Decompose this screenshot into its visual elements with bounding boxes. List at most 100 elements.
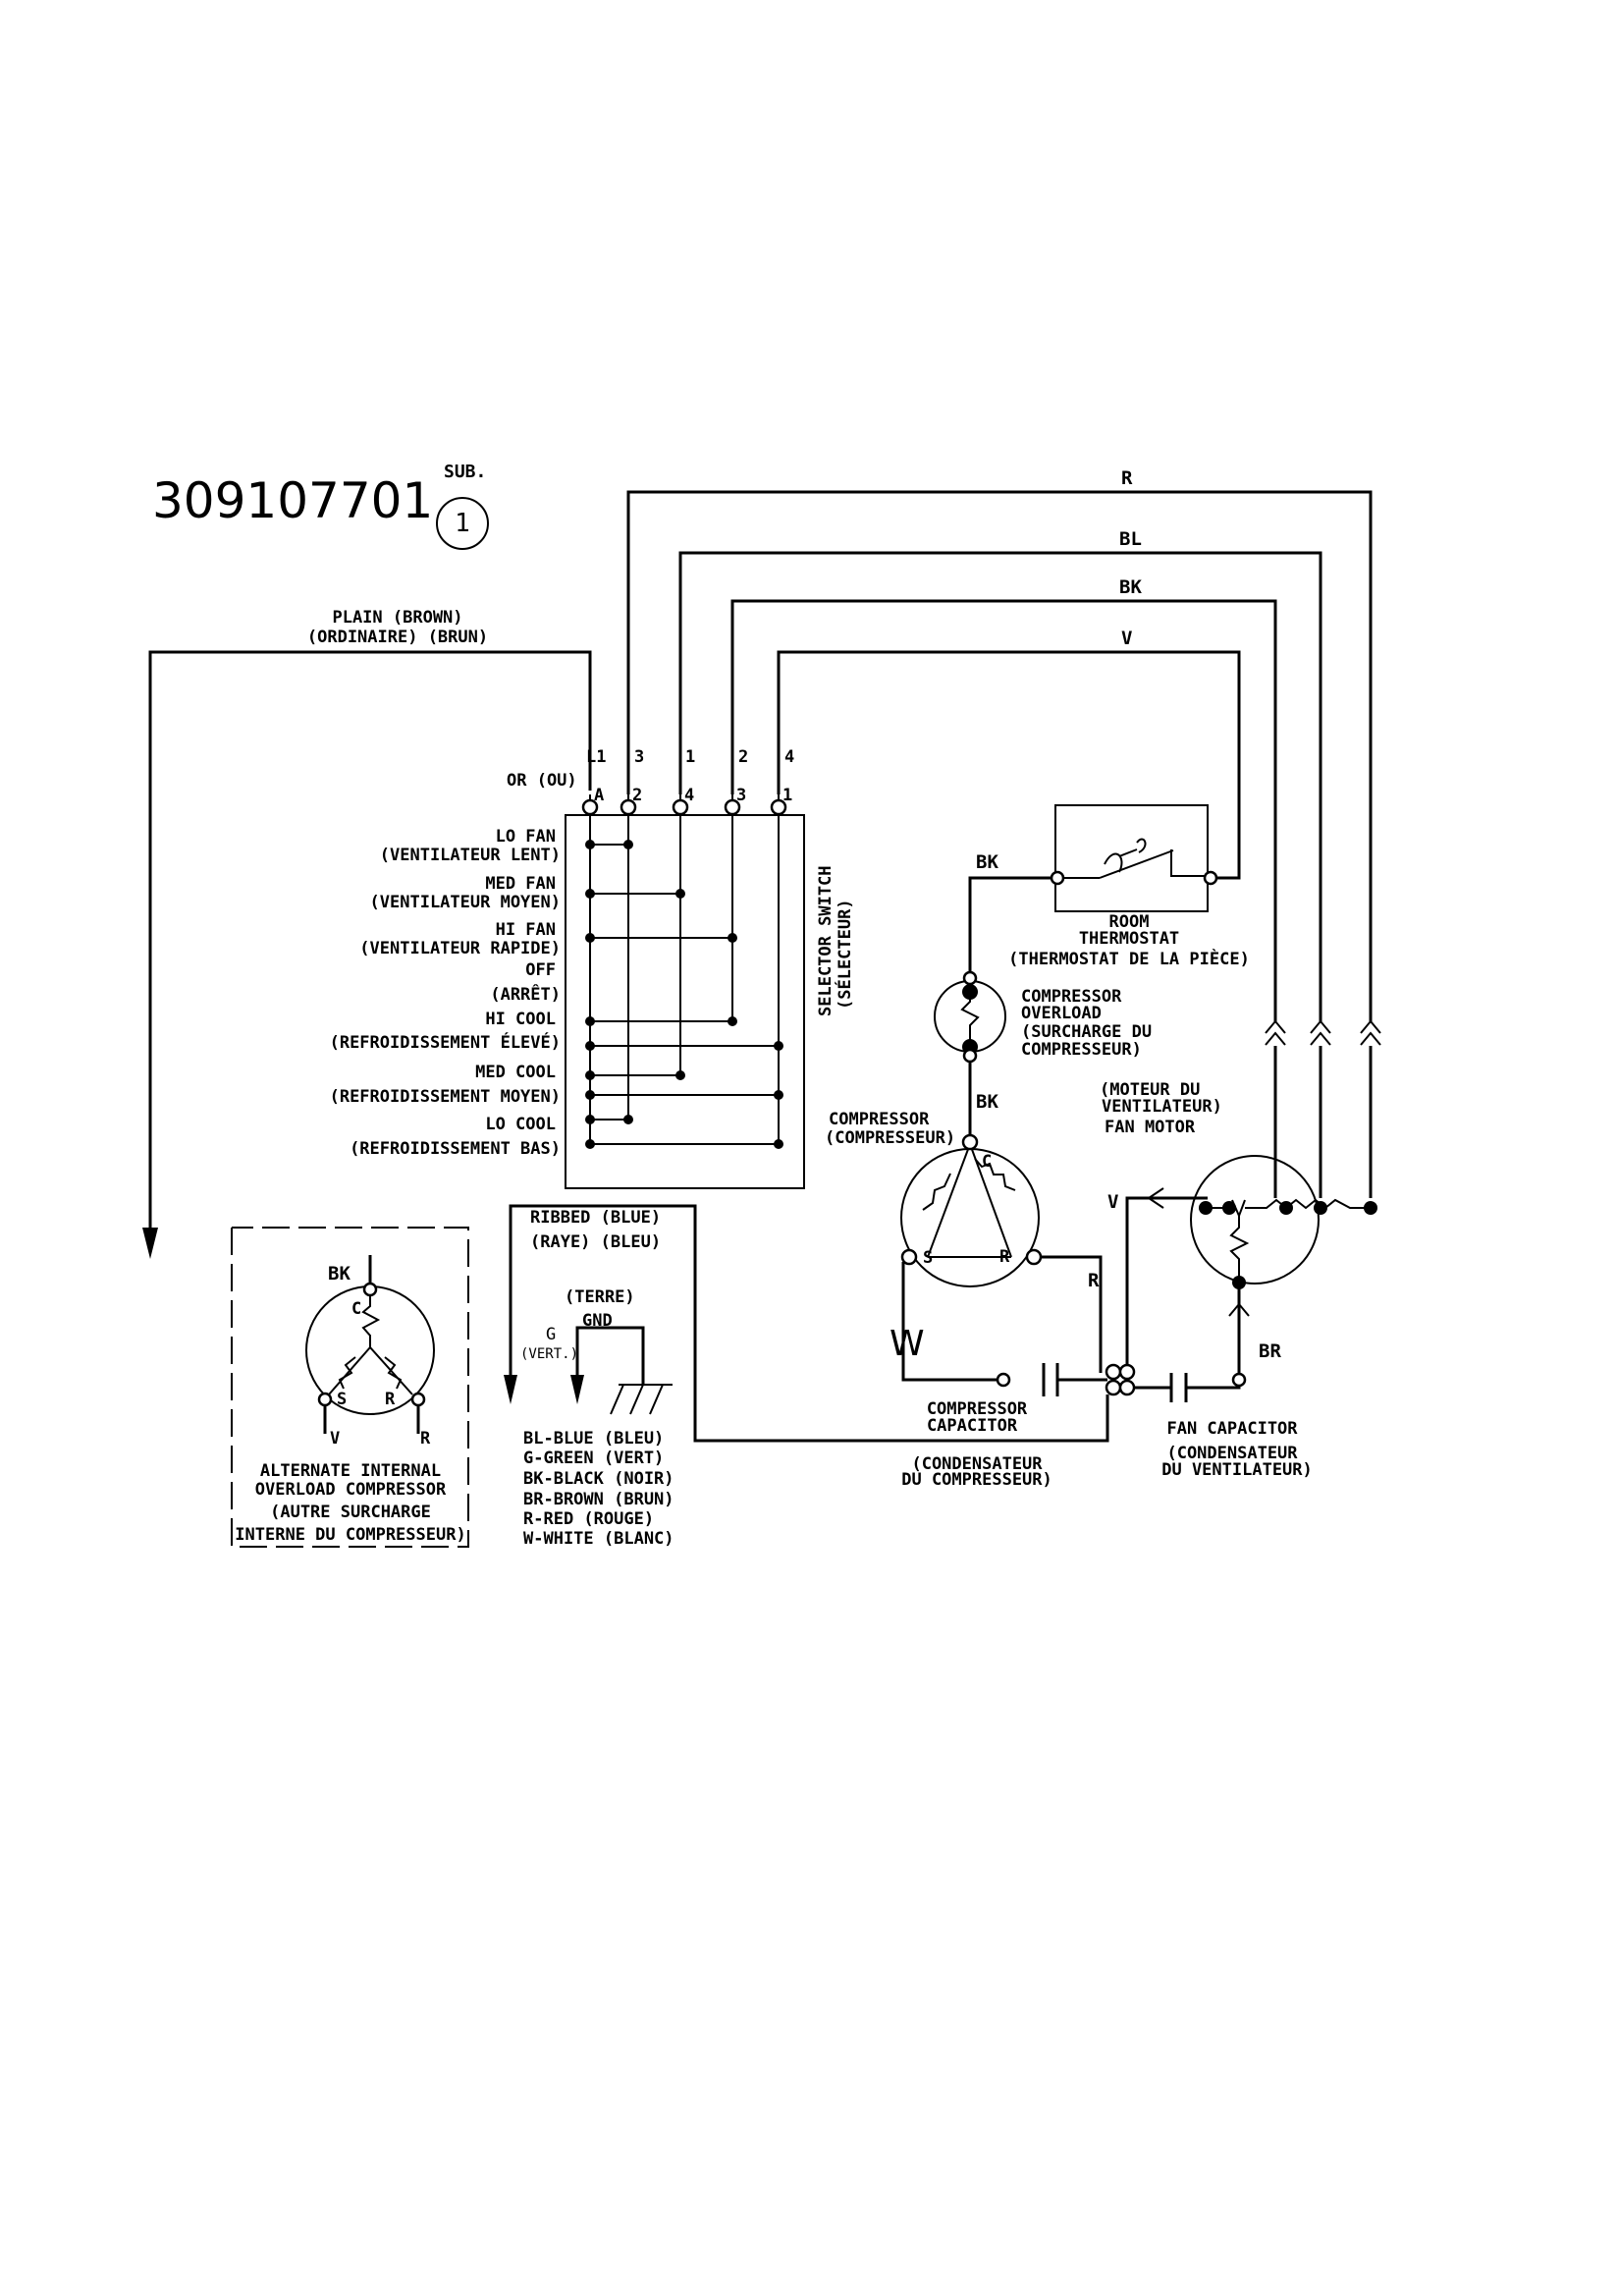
compressor-r-wire: R (1088, 1270, 1100, 1291)
position-label: LO COOL (485, 1115, 556, 1134)
alt-v-wire: V (330, 1429, 340, 1449)
legend-item: R-RED (ROUGE) (523, 1509, 654, 1529)
thermostat-label: ROOM (1109, 912, 1150, 932)
alt-r-wire: R (420, 1429, 431, 1449)
terminal-4 (672, 798, 689, 816)
fan-capacitor: FAN CAPACITOR (CONDENSATEUR DU VENTILATE… (1161, 1304, 1313, 1480)
sub-label: SUB. (444, 462, 486, 482)
legend-item: BR-BROWN (BRUN) (523, 1490, 674, 1509)
position-label: (REFROIDISSEMENT MOYEN) (330, 1087, 561, 1107)
compressor-label-fr: (COMPRESSEUR) (825, 1128, 955, 1148)
overload-bk-label: BK (976, 1091, 998, 1113)
room-thermostat: BK ROOM THERMOSTAT (THERMOSTAT DE LA PIÈ… (976, 804, 1250, 969)
terminal-bottom-label: 3 (736, 786, 746, 805)
ground-terre-label: (TERRE) (565, 1287, 635, 1307)
switch-position-labels: LO FAN (VENTILATEUR LENT) MED FAN (VENTI… (330, 827, 561, 1159)
terminal-bottom-label: 4 (684, 786, 694, 805)
fan-capacitor-label-fr: (CONDENSATEUR (1166, 1444, 1298, 1463)
position-label: (REFROIDISSEMENT BAS) (350, 1139, 561, 1159)
selector-switch-title-fr: (SÉLECTEUR) (834, 899, 855, 1010)
selector-switch: L1 3 1 2 4 A 2 4 3 1 LO FAN (VENTILATEUR… (330, 747, 855, 1189)
position-label: (VENTILATEUR LENT) (380, 846, 561, 865)
ribbed-label-fr: (RAYE) (BLEU) (530, 1232, 661, 1252)
terminal-bottom-label: A (594, 786, 604, 805)
terminal-1 (770, 798, 787, 816)
terminal-top-label: 1 (685, 747, 695, 767)
cord-label-en: PLAIN (BROWN) (332, 608, 462, 628)
fan-motor-label-fr: VENTILATEUR) (1102, 1097, 1222, 1117)
overload-label: OVERLOAD (1021, 1004, 1102, 1023)
ground-vert-label: (VERT.) (520, 1346, 578, 1362)
ground-arrow-icon (570, 1375, 584, 1404)
legend-item: BL-BLUE (BLEU) (523, 1429, 664, 1449)
ribbed-arrow-icon (504, 1375, 517, 1404)
fan-motor: (MOTEUR DU VENTILATEUR) FAN MOTOR V BR (1100, 1080, 1377, 1362)
compressor-c-terminal: C (982, 1152, 992, 1172)
compressor-capacitor-label: CAPACITOR (927, 1416, 1018, 1436)
ribbed-label: RIBBED (BLUE) (530, 1208, 661, 1228)
legend-item: W-WHITE (BLANC) (523, 1529, 674, 1549)
terminal-top-label: L1 (586, 747, 606, 767)
overload-label: (SURCHARGE DU (1021, 1022, 1152, 1042)
fan-capacitor-label: FAN CAPACITOR (1166, 1419, 1298, 1439)
thermostat-bk-label: BK (976, 851, 998, 873)
sub-number: 1 (455, 509, 470, 538)
alt-bk-label: BK (328, 1263, 351, 1285)
ground-icon (610, 1384, 673, 1415)
position-label: (VENTILATEUR RAPIDE) (359, 939, 561, 958)
compressor: COMPRESSOR (COMPRESSEUR) C S R R W (825, 1110, 1100, 1364)
compressor-capacitor-label-fr: (CONDENSATEUR (911, 1454, 1043, 1474)
position-label: MED COOL (475, 1063, 556, 1082)
legend-item: BK-BLACK (NOIR) (523, 1469, 674, 1489)
alt-label: OVERLOAD COMPRESSOR (255, 1480, 447, 1500)
selector-switch-title: SELECTOR SWITCH (816, 865, 836, 1016)
alt-label-fr: INTERNE DU COMPRESSEUR) (235, 1525, 465, 1545)
alt-label: ALTERNATE INTERNAL (260, 1461, 441, 1481)
ground-and-ribbed: RIBBED (BLUE) (RAYE) (BLEU) (TERRE) GND … (504, 1204, 1109, 1443)
compressor-capacitor: COMPRESSOR CAPACITOR (CONDENSATEUR DU CO… (901, 1196, 1171, 1490)
position-label: (REFROIDISSEMENT ÉLEVÉ) (330, 1031, 561, 1053)
or-label: OR (OU) (507, 771, 577, 791)
fan-motor-label-fr: (MOTEUR DU (1100, 1080, 1200, 1100)
compressor-overload: COMPRESSOR OVERLOAD (SURCHARGE DU COMPRE… (934, 876, 1152, 1142)
alternate-compressor: BK C S R V R ALTERNATE INTERNAL OVERLOAD… (231, 1227, 469, 1548)
position-label: OFF (525, 960, 556, 980)
position-label: HI COOL (485, 1010, 556, 1029)
compressor-capacitor-label: COMPRESSOR (927, 1399, 1028, 1419)
thermostat-label-fr: (THERMOSTAT DE LA PIÈCE) (1008, 948, 1250, 969)
power-cord: PLAIN (BROWN) (ORDINAIRE) (BRUN) OR (OU) (142, 608, 592, 1259)
part-number: 309107701 (152, 472, 433, 529)
overload-label: COMPRESSOR (1021, 987, 1122, 1007)
fan-motor-v-wire: V (1107, 1191, 1118, 1213)
terminal-bottom-label: 2 (632, 786, 642, 805)
cord-arrow-icon (142, 1228, 158, 1259)
wire-label-r: R (1121, 467, 1133, 489)
position-label: (VENTILATEUR MOYEN) (370, 893, 561, 912)
wire-label-bl: BL (1119, 528, 1142, 550)
terminal-top-label: 4 (784, 747, 794, 767)
compressor-capacitor-label-fr: DU COMPRESSEUR) (901, 1470, 1052, 1490)
compressor-label: COMPRESSOR (829, 1110, 930, 1129)
header: 309107701 SUB. 1 (152, 462, 489, 550)
fan-motor-label: FAN MOTOR (1105, 1118, 1196, 1137)
compressor-w-wire: W (890, 1324, 925, 1364)
compressor-r-terminal: R (999, 1247, 1010, 1267)
sub-circle (436, 497, 489, 550)
terminal-2 (620, 798, 637, 816)
legend-item: G-GREEN (VERT) (523, 1449, 664, 1468)
alt-r-terminal: R (385, 1390, 396, 1409)
cord-label-fr: (ORDINAIRE) (BRUN) (307, 628, 488, 647)
wire-color-legend: BL-BLUE (BLEU) G-GREEN (VERT) BK-BLACK (… (523, 1429, 674, 1549)
position-label: MED FAN (485, 874, 556, 894)
fan-capacitor-label-fr: DU VENTILATEUR) (1161, 1460, 1313, 1480)
ground-g-label: G (546, 1325, 556, 1344)
position-label: LO FAN (496, 827, 556, 847)
compressor-s-terminal: S (923, 1248, 933, 1268)
terminal-bottom-label: 1 (782, 786, 792, 805)
overload-label: COMPRESSEUR) (1021, 1040, 1142, 1060)
thermostat-label: THERMOSTAT (1079, 929, 1179, 949)
terminal-top-label: 2 (738, 747, 748, 767)
harness-wires: R BL BK V (626, 467, 1381, 1198)
alt-label-fr: (AUTRE SURCHARGE (270, 1503, 431, 1522)
